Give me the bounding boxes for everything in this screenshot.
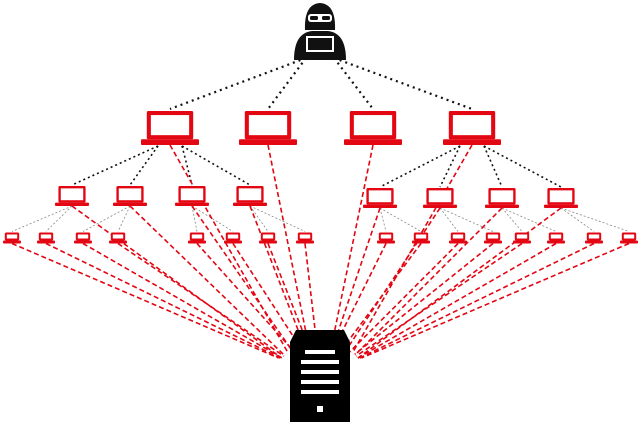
attack-link (354, 242, 494, 356)
laptop-icon (296, 232, 314, 244)
bot-link (249, 205, 306, 232)
command-link (267, 57, 307, 110)
laptop-icon (37, 232, 55, 244)
bot-link (560, 207, 595, 232)
command-link (379, 145, 461, 188)
attack-link (196, 242, 295, 352)
command-link (333, 56, 473, 111)
laptop-icon (175, 186, 209, 206)
command-link (439, 145, 461, 188)
laptop-icon (259, 232, 277, 244)
bot-link (249, 205, 269, 232)
attack-link (357, 242, 557, 359)
attack-link (348, 242, 459, 353)
laptop-icon (513, 232, 531, 244)
bot-link (191, 205, 234, 232)
attack-link (267, 243, 310, 348)
bot-link (501, 207, 557, 232)
attack-link (82, 242, 283, 359)
attack-link (355, 242, 523, 357)
attack-link (344, 207, 441, 352)
attack-link (361, 242, 630, 359)
bot-link (560, 207, 630, 232)
command-link (71, 145, 159, 186)
laptop-icon (188, 232, 206, 244)
attack-link (359, 242, 595, 359)
bot-link (439, 207, 459, 232)
bot-link (82, 205, 131, 232)
attack-link (354, 207, 503, 356)
attack-link (232, 243, 303, 350)
attack-link (340, 243, 422, 351)
attack-link (304, 243, 318, 345)
bot-link (379, 207, 387, 232)
attack-link (169, 144, 289, 354)
attack-link (191, 205, 294, 353)
laptop-icon (443, 111, 501, 145)
laptop-icon (377, 232, 395, 244)
laptop-icon (423, 188, 457, 208)
command-link (129, 145, 159, 186)
laptop-icon (224, 232, 242, 244)
laptop-icon (449, 232, 467, 244)
laptop-icon (74, 232, 92, 244)
laptop-icon (485, 188, 519, 208)
laptop-icon (544, 188, 578, 208)
bot-link (45, 205, 73, 232)
attack-links (11, 144, 630, 359)
command-links (71, 56, 562, 188)
bot-link (191, 205, 198, 232)
command-link (483, 145, 562, 188)
bot-link (439, 207, 494, 232)
server-icon (290, 330, 350, 422)
laptop-icon (109, 232, 127, 244)
hacker-icon (294, 3, 346, 60)
bot-link (501, 207, 523, 232)
laptop-icon (484, 232, 502, 244)
laptop-icon (141, 111, 199, 145)
attack-link (330, 144, 374, 348)
attack-link (71, 205, 283, 359)
laptop-icon (620, 232, 638, 244)
command-link (169, 56, 307, 111)
command-link (181, 145, 193, 186)
bot-link (379, 207, 422, 232)
laptop-icon (113, 186, 147, 206)
attack-link (249, 205, 306, 349)
nodes (3, 3, 638, 422)
laptop-icon (412, 232, 430, 244)
bot-link (11, 205, 73, 232)
command-link (483, 145, 503, 188)
attack-link (117, 242, 285, 357)
laptop-icon (55, 186, 89, 206)
laptop-icon (585, 232, 603, 244)
laptop-icon (233, 186, 267, 206)
laptop-icon (344, 111, 402, 145)
attack-link (11, 242, 279, 359)
bot-link (117, 205, 131, 232)
attack-link (129, 205, 286, 356)
attack-link (357, 207, 562, 359)
laptop-icon (239, 111, 297, 145)
attack-link (331, 207, 381, 348)
attack-link (45, 242, 281, 359)
laptop-icon (547, 232, 565, 244)
command-link (333, 57, 374, 110)
laptop-icon (363, 188, 397, 208)
bot-links (11, 205, 630, 232)
attack-link (267, 144, 310, 348)
laptop-icon (3, 232, 21, 244)
command-link (181, 145, 251, 186)
